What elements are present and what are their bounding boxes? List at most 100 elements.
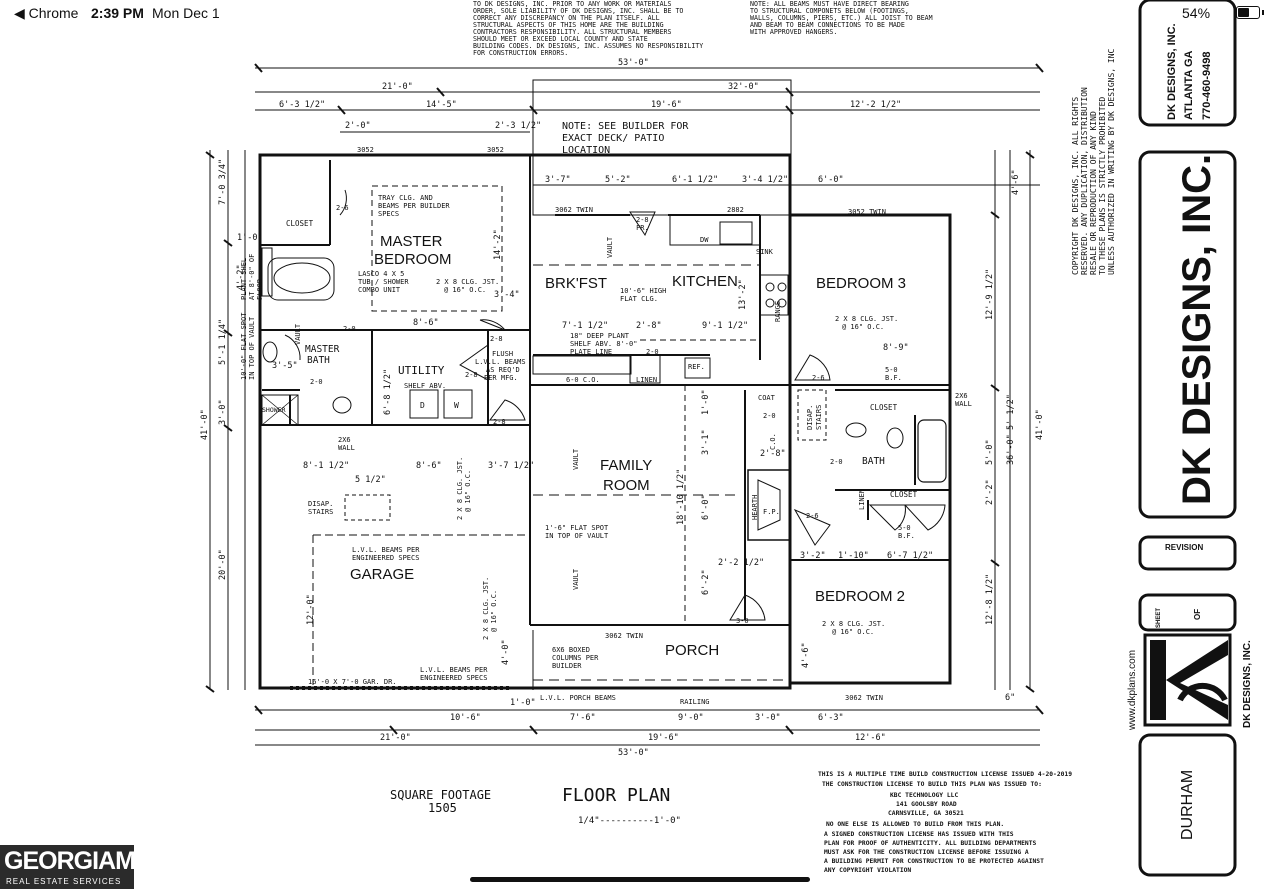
plan-label: 2-0	[310, 378, 323, 386]
plan-label: THE CONSTRUCTION LICENSE TO BUILD THIS P…	[822, 781, 1042, 788]
plan-label: 20'-0"	[218, 549, 228, 580]
plan-label: RANGE	[774, 301, 782, 322]
plan-label: 6"	[1005, 693, 1015, 703]
plan-label: BUILDER	[552, 662, 582, 670]
plan-label: 1'-6" FLAT SPOT	[545, 524, 609, 532]
plan-label: 141 GOOLSBY ROAD	[896, 801, 957, 808]
note-line: NOTE: ALL BEAMS MUST HAVE DIRECT BEARING	[750, 0, 909, 8]
plan-label: NOTE: SEE BUILDER FOR	[562, 121, 689, 132]
plan-label: 3062 TWIN	[605, 632, 643, 640]
plan-label: ENGINEERED SPECS	[352, 554, 419, 562]
plan-label: 3'-7"	[545, 175, 571, 185]
plan-label: 19'-6"	[648, 733, 679, 743]
plan-label: IN TOP OF VAULT	[545, 532, 609, 540]
plan-label: WALL	[955, 400, 972, 408]
plan-label: 1'-10"	[838, 551, 869, 561]
plan-label: 2X6	[338, 436, 351, 444]
plan-label: @ 16" O.C.	[832, 628, 874, 636]
plan-label: PLANT SHEL	[240, 258, 248, 300]
plan-label: 6'-7 1/2"	[887, 551, 933, 561]
home-indicator[interactable]	[470, 877, 810, 882]
plan-label: LOCATION	[562, 145, 610, 156]
dim-total-top: 53'-0"	[618, 58, 649, 68]
tb-website: www.dkplans.com	[1127, 650, 1138, 731]
plan-label: 3'-4 1/2"	[742, 175, 788, 185]
plan-label: IN TOP OF VAULT	[248, 316, 256, 380]
plan-label: LINEN	[636, 376, 657, 384]
plan-label: 2-0	[763, 412, 776, 420]
plan-label: 5'-0"	[985, 439, 995, 465]
note-line: BUILDING CODES. DK DESIGNS, INC. ASSUMES…	[473, 42, 703, 50]
plan-label: 5'-1 1/4"	[218, 319, 228, 365]
plan-label: FR.	[636, 224, 649, 232]
note-line: WALLS, COLUMNS, PIERS, ETC.) ALL JOIST T…	[750, 14, 933, 22]
status-date: Mon Dec 1	[152, 5, 220, 21]
notes-top-right: NOTE: ALL BEAMS MUST HAVE DIRECT BEARING…	[750, 0, 933, 36]
plan-label: 3'-0"	[755, 713, 781, 723]
plan-label: COMBO UNIT	[358, 286, 401, 294]
plan-label: TUB / SHOWER	[358, 278, 409, 286]
plan-label: 5-0	[885, 366, 898, 374]
plan-label: DW	[700, 236, 709, 244]
tb-city: ATLANTA GA	[1183, 50, 1195, 120]
plan-label: 7'-0 3/4"	[218, 159, 228, 205]
plan-label: RESALE OR REPRODUCTION OF ANY KIND	[1089, 111, 1098, 275]
room-utility: UTILITY	[398, 364, 445, 377]
plan-label: 3'-2"	[800, 551, 826, 561]
plan-label: PLATE LINE	[570, 348, 612, 356]
note-line: SHOULD MEET OR EXCEED LOCAL COUNTY AND S…	[473, 35, 648, 43]
tb-logo-text: DK DESIGNS, INC.	[1242, 640, 1253, 728]
plan-label: 7'-1 1/2"	[562, 321, 608, 331]
plan-label: EXACT DECK/ PATIO	[562, 133, 664, 144]
plan-label: KBC TECHNOLOGY LLC	[890, 792, 958, 799]
plan-label: 2'-3 1/2"	[495, 121, 541, 131]
room-brkfst: BRK'FST	[545, 275, 607, 292]
plan-label: 2'-8"	[760, 449, 786, 459]
plan-label: HEARTH	[751, 495, 759, 520]
dk-logo-icon	[1143, 633, 1232, 727]
plan-label: SHELF ABV.	[404, 382, 446, 390]
plan-label: 3'-1"	[701, 429, 711, 455]
plan-label: 6'-8 1/2"	[383, 369, 393, 415]
plan-label: REF.	[688, 363, 705, 371]
plan-label: 2'-2"	[985, 479, 995, 505]
plan-label: 1'-0"	[237, 233, 263, 243]
plan-label: 2-8	[465, 371, 478, 379]
plan-label: 4'-2"	[236, 264, 246, 290]
plan-label: 9'-0"	[678, 713, 704, 723]
plan-label: VAULT	[572, 568, 580, 590]
plan-label: 8'-6"	[416, 461, 442, 471]
plan-label: FLUSH	[492, 350, 513, 358]
outer-wall	[258, 153, 792, 690]
plan-label: 36'-0"	[1006, 434, 1016, 465]
plan-label: 6'-3 1/2"	[279, 100, 325, 110]
plan-label: 2-0	[646, 348, 659, 356]
plan-label: @ 16" O.C.	[464, 470, 472, 512]
plan-label: 10'-6" HIGH	[620, 287, 666, 295]
room-bedroom-2: BEDROOM 2	[815, 588, 905, 605]
room-bath: BATH	[862, 456, 885, 467]
plan-label: CARNSVILLE, GA 30521	[888, 810, 964, 817]
plan-label: RAILING	[680, 698, 710, 706]
plan-label: 3'-4"	[494, 290, 520, 300]
plan-label: 14'-5"	[426, 100, 457, 110]
back-to-chrome-button[interactable]: ◀ Chrome	[14, 5, 79, 21]
plan-label: 3'-7 1/2"	[488, 461, 534, 471]
plan-label: 2 X 8 CLG. JST.	[436, 278, 499, 286]
plan-label: 10'-0" FLAT SPOT	[240, 312, 248, 380]
plan-label: 6'-2"	[701, 569, 711, 595]
room-family: FAMILY	[600, 457, 652, 474]
plan-label: DISAP.	[806, 405, 814, 430]
tb-of: OF	[1193, 609, 1202, 620]
plan-label: WALL	[338, 444, 355, 452]
room-garage: GARAGE	[350, 566, 414, 583]
plan-label: 2-8	[490, 335, 503, 343]
room-porch: PORCH	[665, 642, 719, 659]
plan-label: 6X6 BOXED	[552, 646, 590, 654]
plan-label: B.F.	[885, 374, 902, 382]
plan-label: 10'-6"	[450, 713, 481, 723]
note-line: TO STRUCTURAL COMPONETS BELOW (FOOTINGS,	[750, 7, 909, 15]
plan-label: NO ONE ELSE IS ALLOWED TO BUILD FROM THI…	[826, 821, 1004, 828]
plan-label: 41'-0"	[200, 409, 210, 440]
tb-phone: 770-460-9498	[1201, 51, 1213, 120]
